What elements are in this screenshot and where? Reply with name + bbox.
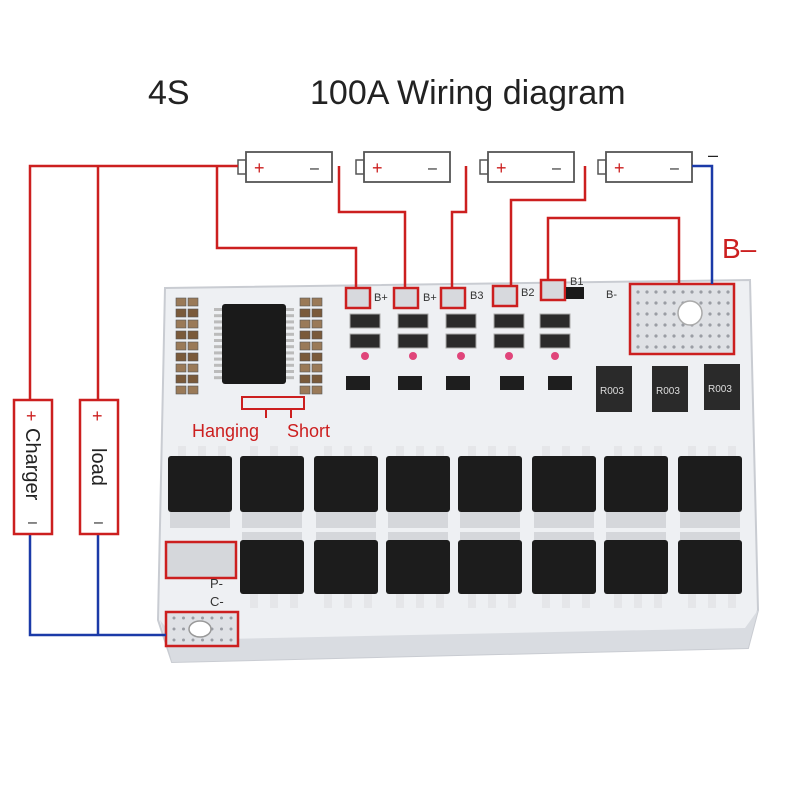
pad-label: B+ — [423, 292, 437, 304]
balance-mosfets — [346, 376, 572, 390]
shunt-resistor — [652, 366, 688, 412]
positive-wires — [28, 164, 681, 400]
battery-cell: +– — [355, 151, 451, 183]
cell-plus: + — [254, 158, 265, 178]
shunt-resistors: R003 R003 R003 — [596, 364, 740, 412]
power-mosfet — [168, 446, 232, 528]
power-mosfet — [532, 446, 596, 528]
pad-label: B1 — [570, 276, 583, 288]
balance-resistors — [349, 313, 571, 360]
pad-b1 — [491, 284, 519, 308]
power-mosfet — [604, 446, 668, 528]
pad-b3 — [392, 286, 420, 310]
power-mosfet — [532, 532, 596, 608]
shunt-resistor — [704, 364, 740, 410]
c-minus-label: C- — [210, 594, 224, 609]
cell-minus: – — [310, 160, 319, 177]
shunt-resistor — [596, 366, 632, 412]
page-title: 100A Wiring diagram — [310, 74, 626, 112]
smd-resistor-columns — [175, 297, 323, 395]
cell-minus: – — [552, 160, 561, 177]
cell-plus: + — [372, 158, 383, 178]
short-label: Short — [287, 421, 330, 441]
hanging-label: Hanging — [192, 421, 259, 441]
bms-ic-chip — [214, 304, 294, 384]
battery-cell: +– — [237, 151, 333, 183]
cell-minus: – — [670, 160, 679, 177]
cell-plus: + — [614, 158, 625, 178]
cell-plus: + — [496, 158, 507, 178]
p-minus-pad: P- C- — [164, 540, 238, 609]
hanging-short-callout: Hanging Short — [192, 396, 330, 441]
cell-minus: – — [428, 160, 437, 177]
power-mosfets — [168, 446, 742, 608]
charger-plus: + — [26, 406, 37, 426]
c-minus-pad — [164, 610, 240, 648]
pad-b2 — [439, 286, 467, 310]
p-minus-label: P- — [210, 576, 223, 591]
power-mosfet — [458, 446, 522, 528]
pad-b4 — [344, 286, 372, 310]
charger-label: Charger — [21, 428, 43, 501]
charger-box: + Charger – — [12, 398, 54, 536]
power-mosfet — [458, 532, 522, 608]
battery-cells: +–+–+–+– — [237, 151, 693, 183]
smd-diode — [566, 287, 584, 299]
power-mosfet — [386, 532, 450, 608]
power-mosfet — [240, 532, 304, 608]
balance-pads — [344, 278, 584, 310]
battery-cell: +– — [597, 151, 693, 183]
power-mosfet — [386, 446, 450, 528]
shunt-label: R003 — [708, 384, 732, 395]
load-label: load — [87, 448, 109, 486]
cells-label: 4S — [148, 74, 190, 112]
pad-label: B+ — [374, 292, 388, 304]
power-mosfet — [314, 532, 378, 608]
pad-label: B3 — [470, 290, 483, 302]
load-plus: + — [92, 406, 103, 426]
pad-b0 — [539, 278, 567, 302]
battery-cell: +– — [479, 151, 575, 183]
power-mosfet — [604, 532, 668, 608]
pad-label: B- — [606, 289, 617, 301]
shunt-label: R003 — [600, 386, 624, 397]
load-box: + load – — [78, 398, 120, 536]
pad-label: B2 — [521, 287, 534, 299]
power-mosfet — [240, 446, 304, 528]
charger-minus: – — [28, 514, 37, 531]
load-minus: – — [94, 514, 103, 531]
b-minus-label: B– — [722, 233, 757, 264]
power-mosfet — [678, 532, 742, 608]
shunt-label: R003 — [656, 386, 680, 397]
negative-wires — [28, 164, 714, 637]
b-minus-terminal-pad — [628, 282, 736, 356]
battery-end-minus: – — [708, 145, 718, 165]
power-mosfet — [678, 446, 742, 528]
power-mosfet — [314, 446, 378, 528]
